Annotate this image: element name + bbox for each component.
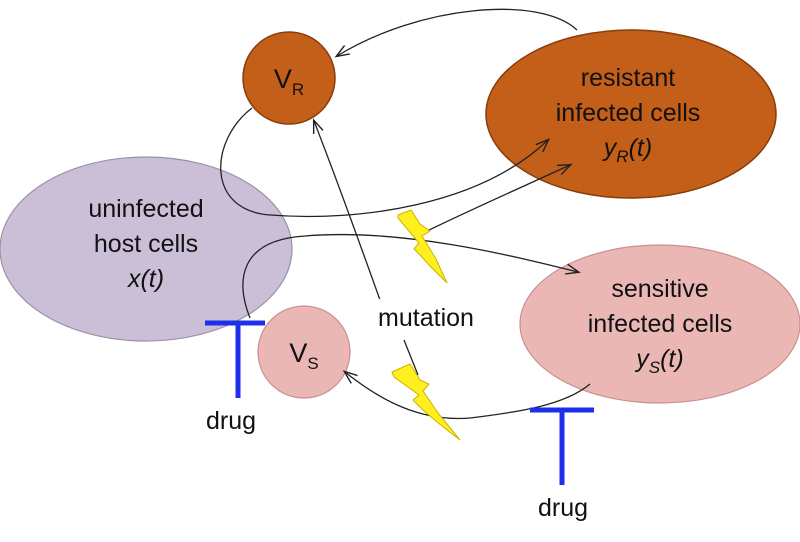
sensitive-cells-node (519, 244, 800, 404)
resistant-line2: infected cells (556, 99, 701, 127)
drug-inhibitor-left (205, 320, 265, 398)
edge-mutation-lower (403, 339, 419, 376)
edge-vr-infects-host (220, 107, 551, 218)
resistant-variable: yR(t) (602, 134, 652, 166)
vr-label: VR (274, 64, 304, 99)
edge-vs-infects-host (242, 233, 581, 319)
drug-inhibitor-bottom (530, 407, 594, 485)
uninfected-line2: host cells (94, 230, 198, 258)
mutation-label-bg (360, 299, 494, 335)
edge-mutation-to-resistant (424, 163, 573, 233)
mutation-label: mutation (378, 304, 474, 332)
edge-resistant-to-vr (334, 8, 578, 58)
vs-node (257, 305, 351, 399)
lightning-icon (391, 363, 461, 441)
vs-label: VS (289, 338, 318, 373)
sensitive-line1: sensitive (611, 275, 708, 303)
vr-node (242, 31, 336, 125)
sensitive-line2: infected cells (588, 310, 733, 338)
resistant-cells-node (485, 29, 777, 199)
resistant-line1: resistant (581, 64, 676, 92)
edge-mutation-to-vr (312, 118, 381, 301)
uninfected-variable: x(t) (127, 265, 164, 293)
uninfected-cells-node (0, 156, 293, 342)
sensitive-variable: yS(t) (634, 345, 683, 377)
lightning-icon (397, 209, 448, 284)
uninfected-line1: uninfected (88, 195, 203, 223)
edge-sensitive-to-vs (342, 370, 591, 420)
drug-label-bottom: drug (538, 494, 588, 522)
drug-label-left: drug (206, 407, 256, 435)
